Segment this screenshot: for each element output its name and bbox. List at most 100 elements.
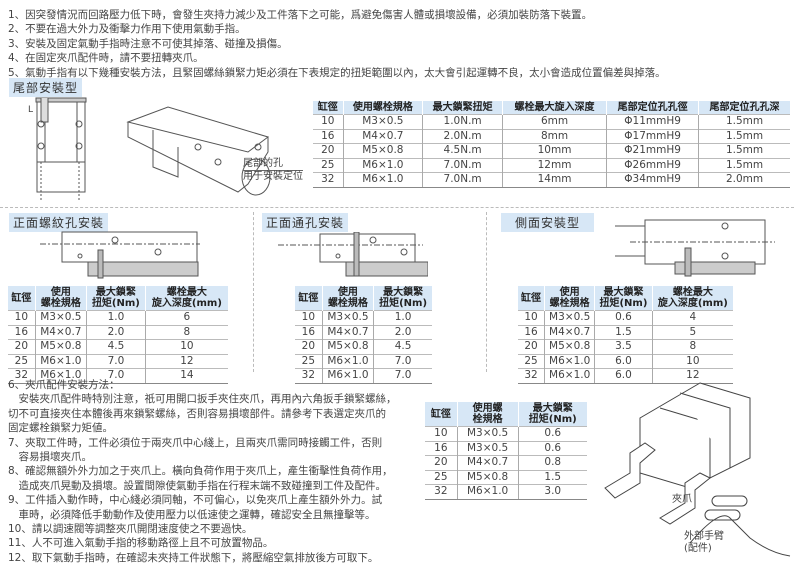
table-cell: M4×0.7 <box>456 455 519 470</box>
column-header: 使用 螺栓規格 <box>34 286 87 311</box>
table-cell: 14mm <box>501 172 607 188</box>
note-line: 7、夾取工件時，工件必須位于兩夾爪中心綫上，且兩夾爪需同時接觸工件，否則 <box>8 436 383 449</box>
table-cell: M6×1.0 <box>544 353 595 369</box>
column-header: 使用螺 栓規格 <box>456 402 519 427</box>
column-header: 缸徑 <box>313 101 344 115</box>
table-cell: M6×1.0 <box>342 157 423 173</box>
note-1: 1、因突發情況而回路壓力低下時，會發生夾持力減少及工件落下之可能，爲避免傷害人體… <box>8 9 593 21</box>
table-cell: M6×1.0 <box>321 368 374 384</box>
table-cell: 10 <box>518 310 545 325</box>
column-header: 最大鎖緊 扭矩(Nm) <box>517 402 587 427</box>
table-cell: 7.0N.m <box>422 172 503 188</box>
column-header: 螺栓最大旋入深度 <box>501 101 607 115</box>
table-cell: 1.0 <box>373 310 432 325</box>
table-cell: 8 <box>144 324 228 340</box>
table-cell: Φ34mmH9 <box>606 172 699 188</box>
table-cell: 10 <box>8 310 36 325</box>
column-header: 缸徑 <box>295 286 323 311</box>
table-cell: Φ17mmH9 <box>606 128 699 144</box>
note-line: 容易損壞夾爪。 <box>8 451 92 464</box>
note-line: 造成夾爪晃動及損壞。設置間隙使氣動手指在行程末端不致碰撞到工件及配件。 <box>8 479 386 492</box>
table-cell: 20 <box>8 339 36 354</box>
column-header: 螺栓最大 旋入深度(mm) <box>651 286 733 311</box>
table-cell: 7.0 <box>86 353 146 369</box>
tail-hole-callout: 尾部的孔 用于安裝定位 <box>243 158 303 183</box>
table-cell: M3×0.5 <box>321 310 374 325</box>
dim-label-l: L <box>28 105 33 115</box>
table-cell: 2.0 <box>373 324 432 340</box>
jaw-label: 夾爪 <box>672 494 692 505</box>
arm-label-line-2: (配件) <box>684 543 712 554</box>
table-cell: M6×1.0 <box>456 484 519 500</box>
table-cell: 1.0 <box>86 310 146 325</box>
column-header: 螺栓最大 旋入深度(mm) <box>144 286 228 311</box>
table-cell: M3×0.5 <box>456 440 519 456</box>
table-cell: M6×1.0 <box>342 172 423 188</box>
table-cell: M5×0.8 <box>342 143 423 158</box>
table-cell: Φ21mmH9 <box>606 143 699 158</box>
table-cell: 32 <box>313 172 344 188</box>
table-cell: 10 <box>425 426 458 441</box>
note-line: 8、確認無額外外力加之于夾爪上。橫向負荷作用于夾爪上，產生衝擊性負荷作用， <box>8 465 393 478</box>
column-divider <box>486 212 487 372</box>
table-cell: M4×0.7 <box>34 324 87 340</box>
table-cell: 25 <box>295 353 323 369</box>
table-cell: 16 <box>295 324 323 340</box>
table-cell: M6×1.0 <box>321 353 374 369</box>
table-cell: 32 <box>295 368 323 384</box>
table-cell: 6 <box>144 310 228 325</box>
table-cell: 20 <box>295 339 323 354</box>
column-header: 尾部定位孔孔徑 <box>606 101 699 115</box>
table-cell: 6mm <box>501 114 607 129</box>
top-notes: 1、因突發情況而回路壓力低下時，會發生夾持力減少及工件落下之可能，爲避免傷害人體… <box>8 8 666 80</box>
note-3: 3、安裝及固定氣動手指時注意不可使其掉落、碰撞及損傷。 <box>8 37 288 50</box>
table-cell: 10 <box>313 114 344 129</box>
table-cell: 25 <box>313 157 344 173</box>
column-header: 最大鎖緊 扭矩(Nm) <box>594 286 653 311</box>
note-line: 12、取下氣動手指時，在確認未夾持工件狀態下，將壓縮空氣排放後方可取下。 <box>8 551 379 564</box>
side-mount-title: 側面安裝型 <box>501 213 595 232</box>
note-line: 9、工件插入動作時，中心綫必須同軸，不可偏心，以免夾爪上產生額外外力。試 <box>8 494 383 507</box>
column-header: 最大鎖緊 扭矩(Nm) <box>373 286 432 311</box>
table-cell: 6.0 <box>594 353 653 369</box>
table-cell: 3.0 <box>517 484 587 500</box>
column-header: 缸徑 <box>425 402 458 427</box>
table-cell: 1.5 <box>594 324 653 340</box>
table-cell: 2.0 <box>86 324 146 340</box>
tail-mount-title: 尾部安裝型 <box>9 78 83 97</box>
note-4: 4、在固定夾爪配件時，請不要扭轉夾爪。 <box>8 52 204 65</box>
table-cell: 16 <box>425 440 458 456</box>
table-cell: M5×0.8 <box>544 339 595 354</box>
table-cell: 3.5 <box>594 339 653 354</box>
table-cell: 20 <box>425 455 458 470</box>
table-cell: 16 <box>518 324 545 340</box>
table-cell: M3×0.5 <box>544 310 595 325</box>
table-cell: 7.0 <box>373 353 432 369</box>
note-line: 6、夾爪配件安裝方法： <box>8 379 120 391</box>
table-cell: 10 <box>295 310 323 325</box>
table-cell: 12 <box>651 368 733 384</box>
table-cell: 0.6 <box>517 440 587 456</box>
arm-label: 外部手臂 (配件) <box>684 531 724 555</box>
table-cell: 4.5 <box>86 339 146 354</box>
table-cell: 12 <box>144 353 228 369</box>
table-cell: 7.0N.m <box>422 157 503 173</box>
